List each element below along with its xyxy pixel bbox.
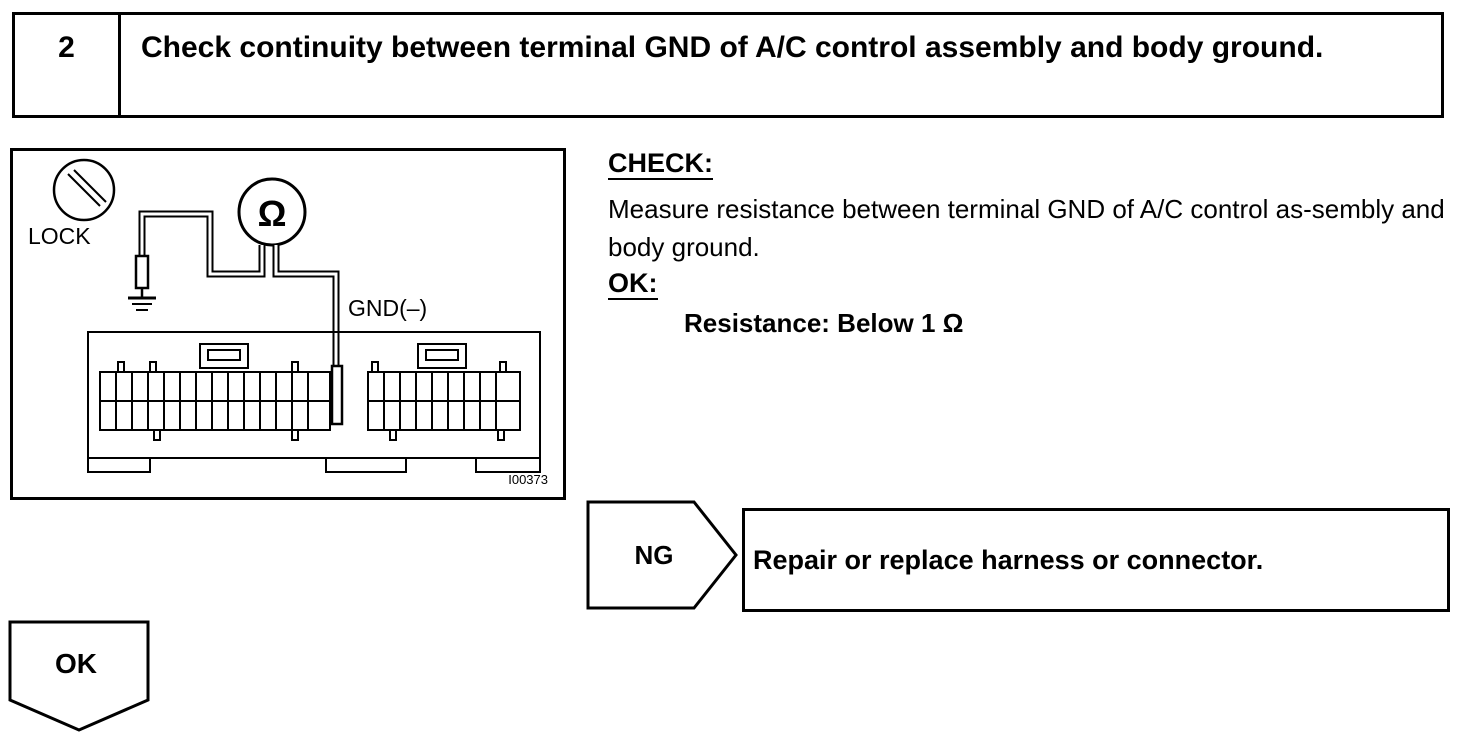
ignition-lock-icon — [52, 158, 116, 222]
figure-id: I00373 — [508, 472, 548, 487]
ok-specification: Resistance: Below 1 Ω — [684, 308, 964, 338]
test-diagram: LOCK Ω GND(–) — [10, 148, 566, 500]
ok-label: OK — [55, 648, 97, 679]
connector-icon — [87, 331, 541, 473]
ng-arrow-icon — [586, 500, 738, 610]
check-instruction: Measure resistance between terminal GND … — [608, 194, 1445, 262]
lock-label: LOCK — [28, 223, 91, 249]
terminal-label: GND(–) — [348, 295, 427, 321]
ng-action-box: Repair or replace harness or connector. — [742, 508, 1450, 612]
ng-action-text: Repair or replace harness or connector. — [753, 545, 1264, 575]
ok-heading: OK: — [608, 268, 658, 300]
probe-right — [330, 364, 344, 426]
step-header: 2 Check continuity between terminal GND … — [12, 12, 1444, 118]
ng-label: NG — [634, 540, 674, 570]
check-heading: CHECK: — [608, 148, 713, 180]
diagram-frame — [10, 148, 566, 500]
meter-symbol: Ω — [258, 193, 287, 234]
ground-symbol-icon — [128, 288, 156, 311]
ok-arrow-icon — [8, 620, 150, 732]
step-number: 2 — [15, 15, 121, 115]
ohmmeter-icon: Ω — [237, 177, 307, 247]
probe-left — [134, 254, 150, 290]
step-title: Check continuity between terminal GND of… — [141, 31, 1324, 64]
